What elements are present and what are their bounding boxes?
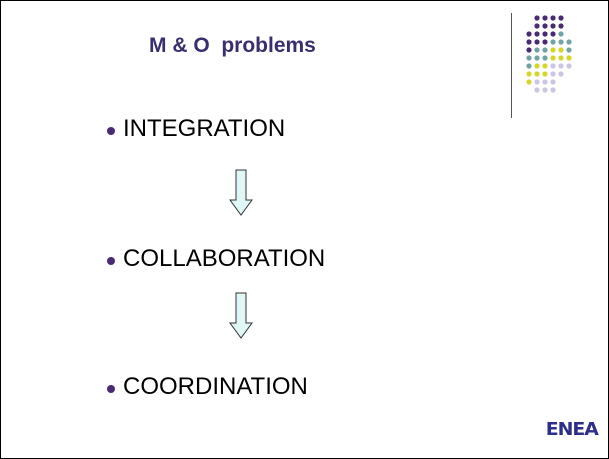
bullet-integration: INTEGRATION xyxy=(107,115,285,143)
bullet-text: INTEGRATION xyxy=(123,115,286,142)
decorative-divider xyxy=(511,13,512,118)
slide-title: M & O problems xyxy=(149,34,316,57)
bullet-dot-icon xyxy=(107,127,115,135)
bullet-collaboration: COLLABORATION xyxy=(107,245,325,273)
bullet-dot-icon xyxy=(107,257,115,265)
bullet-dot-icon xyxy=(107,385,115,393)
bullet-coordination: COORDINATION xyxy=(107,373,308,401)
bullet-text: COLLABORATION xyxy=(123,245,326,272)
down-arrow-icon xyxy=(229,292,253,339)
dot-grid-decoration-icon xyxy=(526,15,572,93)
enea-logo: ENEA xyxy=(545,419,599,440)
down-arrow-icon xyxy=(229,169,253,216)
bullet-text: COORDINATION xyxy=(123,373,308,400)
